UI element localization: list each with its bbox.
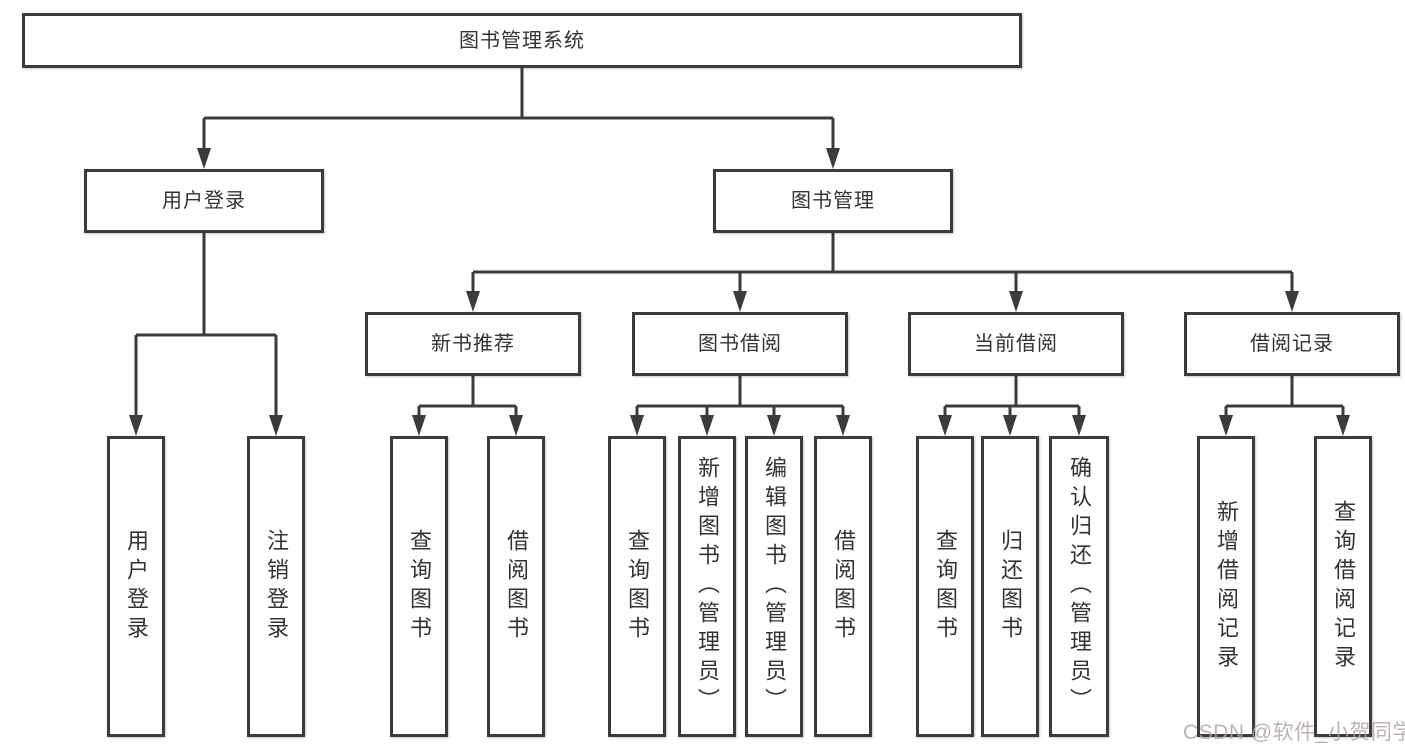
node-label: 新书推荐 <box>431 333 515 355</box>
node-book-management-branch: 图书管理 <box>713 169 953 233</box>
leaf-query-books-borrow: 查询图书 <box>608 436 666 737</box>
leaf-return-books: 归还图书 <box>981 436 1039 737</box>
arrow-down-icon <box>1072 415 1086 436</box>
leaf-borrow-books: 借阅图书 <box>814 436 872 737</box>
arrow-down-icon <box>412 415 426 436</box>
arrow-down-icon <box>767 415 781 436</box>
leaf-edit-books-admin: 编辑图书（管理员） <box>745 436 803 737</box>
arrow-down-icon <box>700 415 714 436</box>
node-label: 借阅记录 <box>1250 333 1334 355</box>
leaf-label: 新增借阅记录 <box>1214 499 1239 674</box>
leaf-add-books-admin: 新增图书（管理员） <box>678 436 736 737</box>
arrow-down-icon <box>1009 291 1023 312</box>
leaf-label: 编辑图书（管理员） <box>762 456 787 717</box>
node-label: 图书借阅 <box>698 333 782 355</box>
leaf-label: 查询图书 <box>933 528 958 645</box>
arrow-down-icon <box>269 415 283 436</box>
leaf-label: 注销登录 <box>264 528 289 645</box>
arrow-down-icon <box>129 415 143 436</box>
arrow-down-icon <box>1336 415 1350 436</box>
leaf-label: 新增图书（管理员） <box>695 456 720 717</box>
arrow-down-icon <box>826 148 840 169</box>
node-book-borrowing: 图书借阅 <box>632 312 848 376</box>
csdn-watermark: CSDN @软件_小贺同学 <box>1183 721 1405 744</box>
arrow-down-icon <box>938 415 952 436</box>
leaf-add-borrow-record: 新增借阅记录 <box>1197 436 1255 737</box>
leaf-borrow-books-newrec: 借阅图书 <box>487 436 545 737</box>
arrow-down-icon <box>197 148 211 169</box>
leaf-label: 借阅图书 <box>504 528 529 645</box>
leaf-query-borrow-record: 查询借阅记录 <box>1314 436 1372 737</box>
node-current-borrowing: 当前借阅 <box>908 312 1124 376</box>
arrow-down-icon <box>630 415 644 436</box>
leaf-query-books-newrec: 查询图书 <box>390 436 448 737</box>
arrow-down-icon <box>1219 415 1233 436</box>
leaf-label: 查询图书 <box>407 528 432 645</box>
node-label: 图书管理系统 <box>459 29 585 52</box>
leaf-user-login: 用户登录 <box>107 436 165 737</box>
node-label: 当前借阅 <box>974 333 1058 355</box>
arrow-down-icon <box>466 291 480 312</box>
node-borrowing-records: 借阅记录 <box>1184 312 1400 376</box>
node-label: 用户登录 <box>162 190 246 212</box>
node-user-login-branch: 用户登录 <box>84 169 324 233</box>
leaf-label: 归还图书 <box>998 528 1023 645</box>
node-label: 图书管理 <box>791 190 875 212</box>
arrow-down-icon <box>1003 415 1017 436</box>
leaf-label: 确认归还（管理员） <box>1067 456 1092 717</box>
leaf-label: 查询借阅记录 <box>1331 499 1356 674</box>
leaf-logout: 注销登录 <box>247 436 305 737</box>
arrow-down-icon <box>1285 291 1299 312</box>
leaf-label: 用户登录 <box>124 528 149 645</box>
leaf-query-books-current: 查询图书 <box>916 436 974 737</box>
node-library-management-system: 图书管理系统 <box>22 13 1022 68</box>
leaf-label: 借阅图书 <box>831 528 856 645</box>
arrow-down-icon <box>733 291 747 312</box>
leaf-confirm-return-admin: 确认归还（管理员） <box>1049 436 1109 737</box>
leaf-label: 查询图书 <box>625 528 650 645</box>
node-new-book-recommendation: 新书推荐 <box>365 312 581 376</box>
arrow-down-icon <box>509 415 523 436</box>
arrow-down-icon <box>836 415 850 436</box>
